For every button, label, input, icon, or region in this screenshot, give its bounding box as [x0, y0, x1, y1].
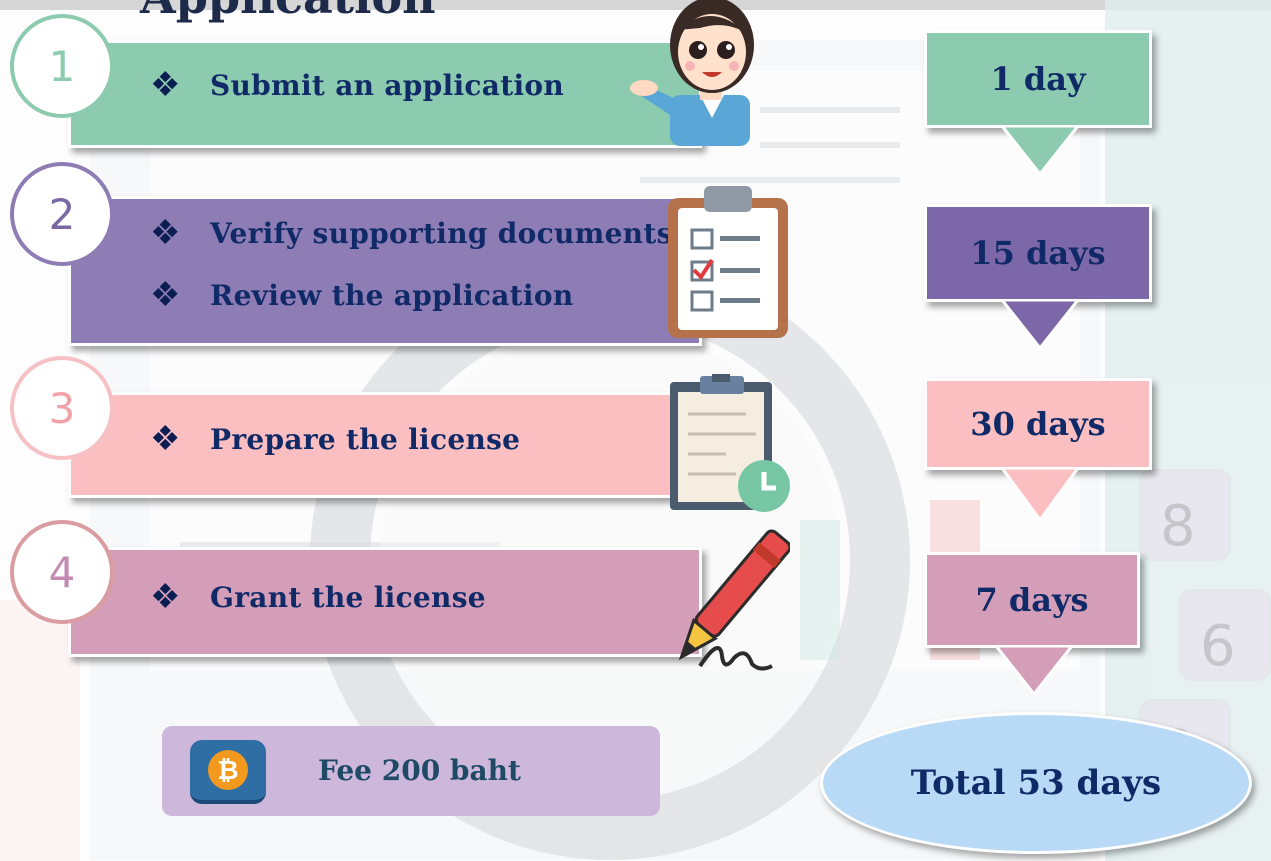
step-1-bar: [68, 40, 702, 148]
step-1-item-text: Submit an application: [210, 68, 565, 102]
step-2-item-2: ❖ Review the application: [150, 278, 573, 312]
bitcoin-coin-icon: ₿: [190, 740, 266, 804]
svg-text:6: 6: [1200, 614, 1236, 679]
step-1-item: ❖ Submit an application: [150, 68, 564, 102]
bullet-icon: ❖: [150, 65, 181, 105]
bullet-icon: ❖: [150, 419, 181, 459]
step-1-number: 1: [10, 14, 114, 118]
duration-4-box: 7 days: [924, 552, 1140, 648]
total-days: Total 53 days: [820, 712, 1252, 854]
bullet-icon: ❖: [150, 577, 181, 617]
step-2-item-1: ❖ Verify supporting documents: [150, 216, 673, 250]
duration-3-box: 30 days: [924, 378, 1152, 470]
step-2-bar: [68, 196, 702, 346]
duration-1-box: 1 day: [924, 30, 1152, 128]
step-3-item: ❖ Prepare the license: [150, 422, 520, 456]
clipboard-clock-icon: [670, 374, 790, 512]
duration-2-box: 15 days: [924, 204, 1152, 302]
checklist-clipboard-icon: [668, 186, 788, 338]
step-3-number: 3: [10, 356, 114, 460]
down-arrow-icon: [1000, 126, 1080, 176]
step-2-item-2-text: Review the application: [210, 278, 574, 312]
down-arrow-icon: [994, 646, 1074, 696]
step-2-item-1-text: Verify supporting documents: [210, 216, 673, 250]
svg-text:8: 8: [1160, 494, 1196, 559]
step-3-bar: [68, 392, 702, 498]
down-arrow-icon: [1000, 300, 1080, 350]
fee-label: Fee 200 baht: [318, 754, 521, 787]
step-4-number: 4: [10, 520, 114, 624]
step-4-bar: [68, 547, 702, 657]
step-4-item: ❖ Grant the license: [150, 580, 486, 614]
woman-presenter-icon: [630, 0, 754, 146]
step-2-number: 2: [10, 162, 114, 266]
pen-signature-icon: [678, 529, 790, 671]
bullet-icon: ❖: [150, 213, 181, 253]
bullet-icon: ❖: [150, 275, 181, 315]
step-3-item-text: Prepare the license: [210, 422, 521, 456]
page-title: Application: [140, 0, 436, 24]
step-4-item-text: Grant the license: [210, 580, 486, 614]
down-arrow-icon: [1000, 468, 1080, 522]
